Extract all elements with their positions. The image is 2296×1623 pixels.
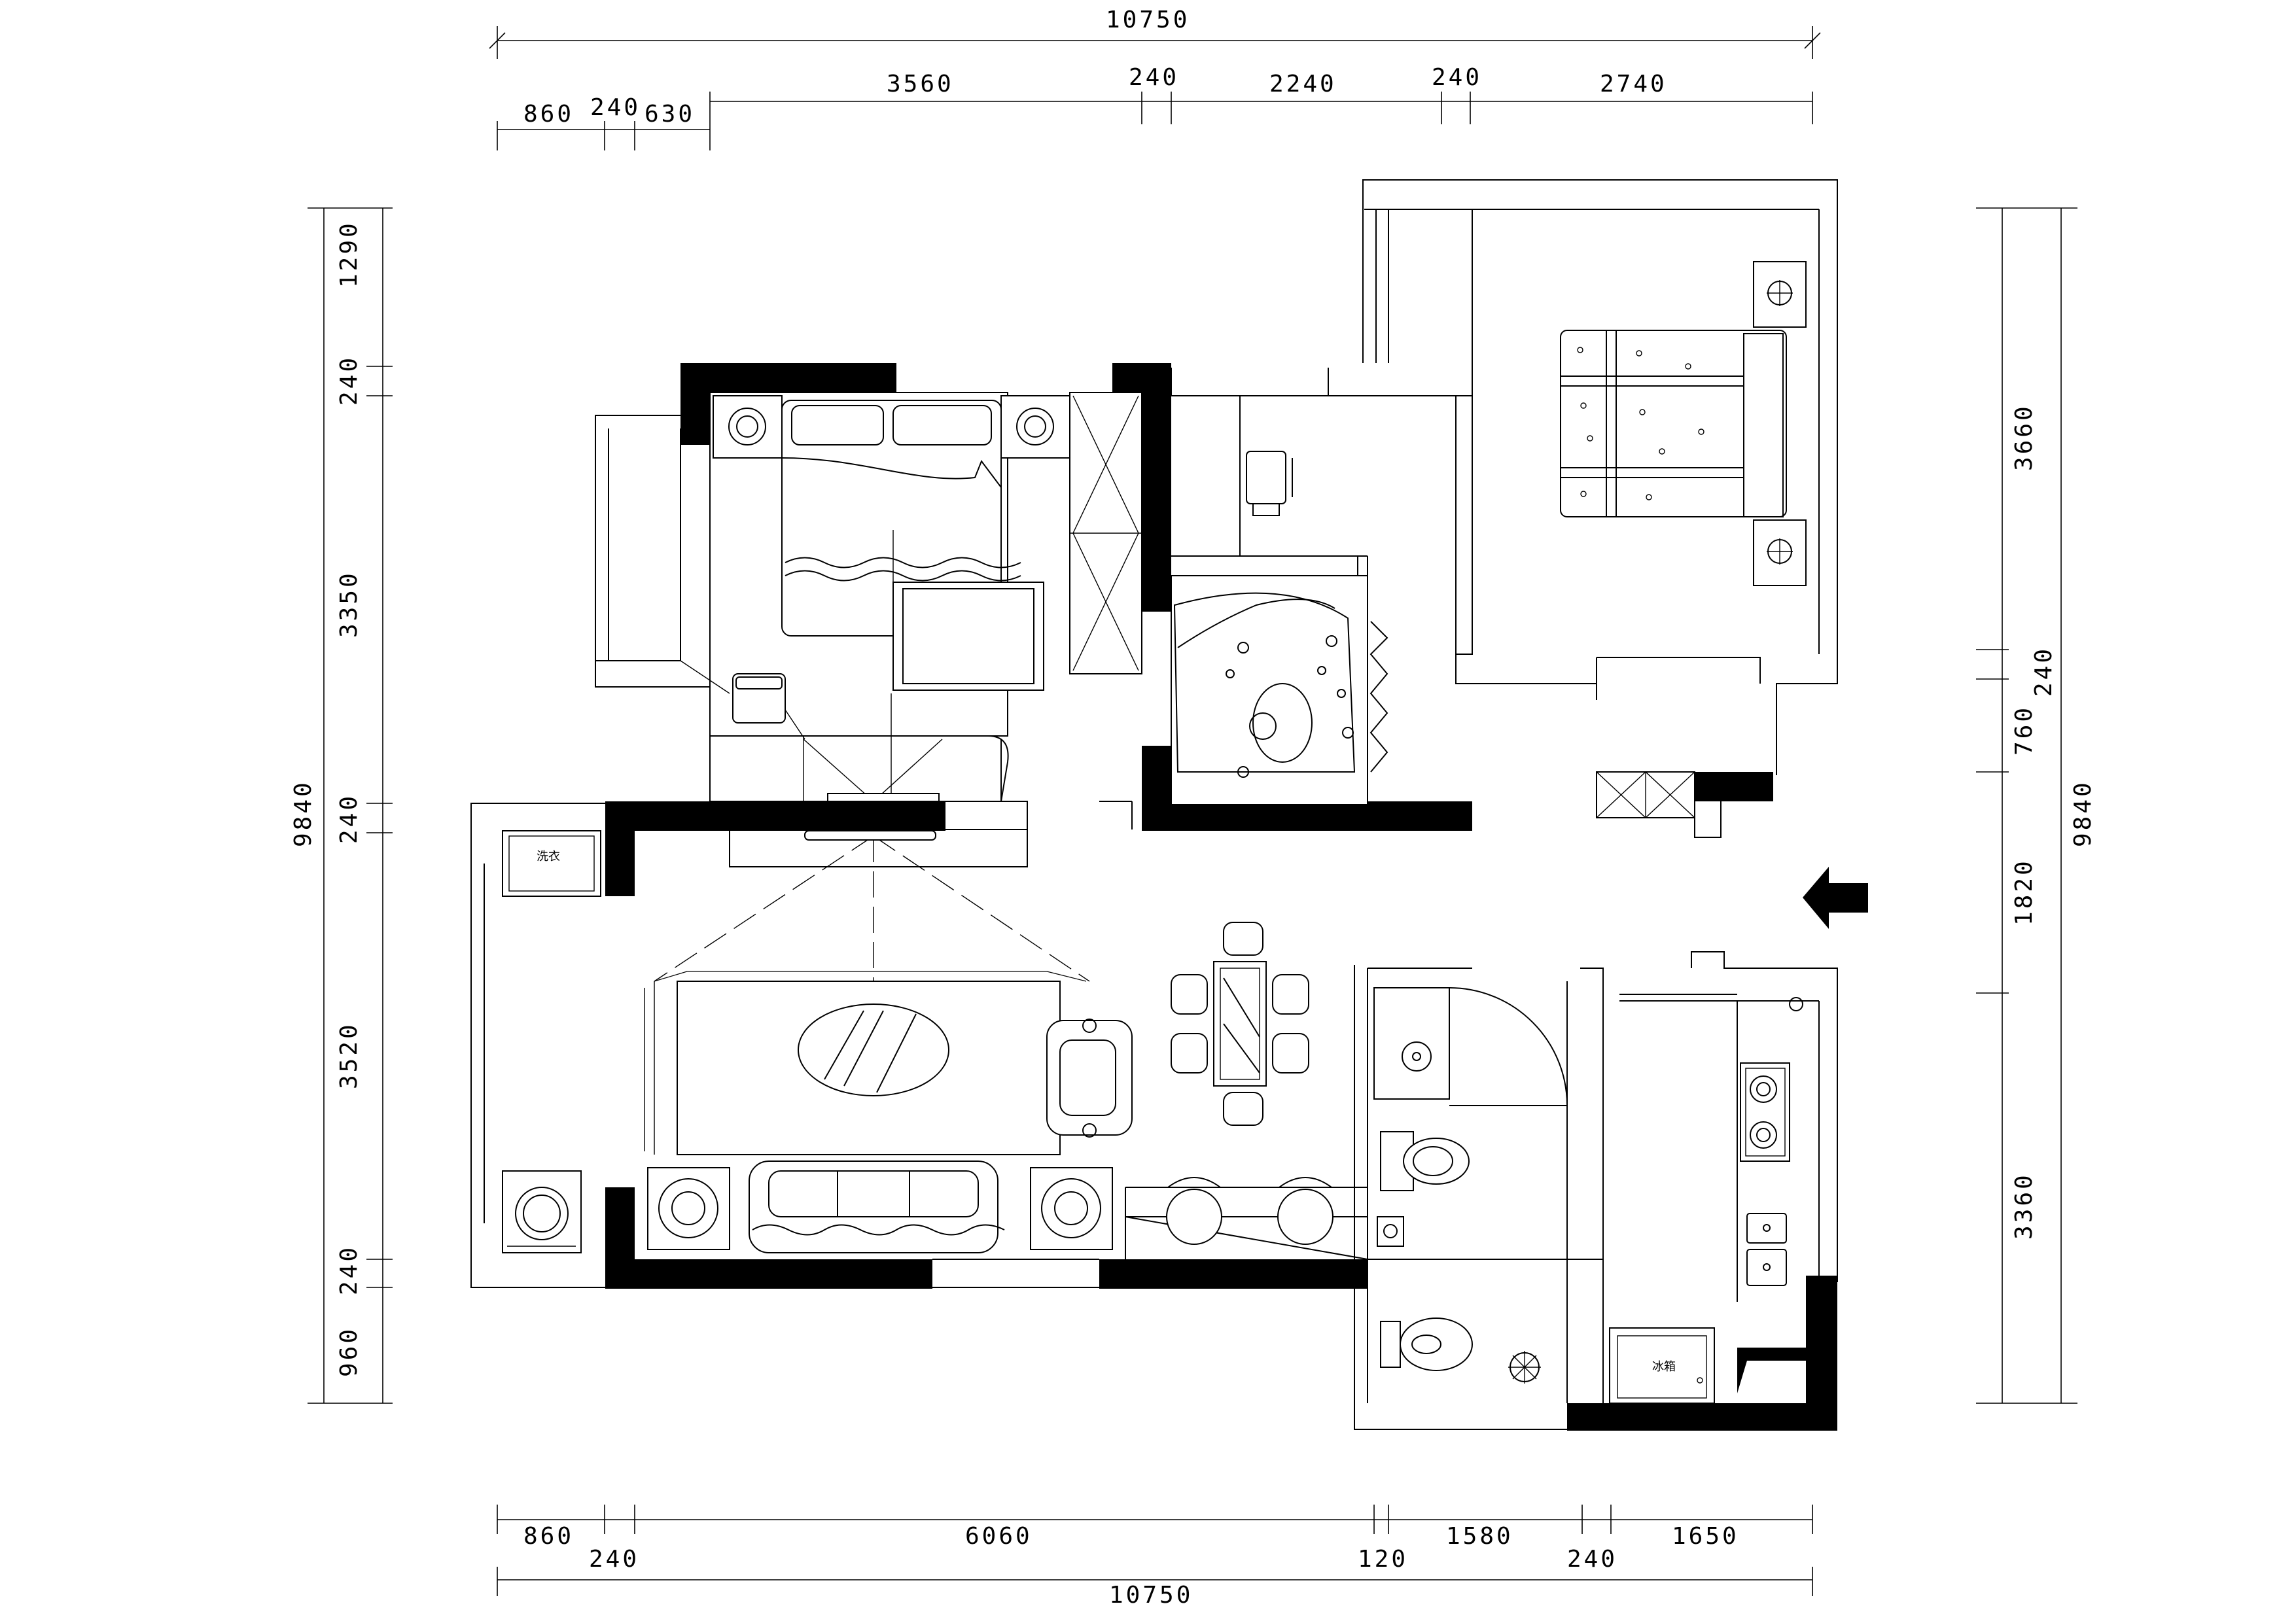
bar-stool-left-icon — [1166, 1177, 1222, 1245]
kitchen-sink-icon — [1746, 1213, 1787, 1286]
kids-room — [1171, 451, 1388, 805]
toilet-icon — [1380, 1131, 1470, 1191]
laundry-sink-label: 洗衣 — [537, 850, 560, 864]
dim-left-seg-1: 1290 — [336, 220, 362, 288]
dim-bottom-lower-3: 240 — [1567, 1546, 1617, 1573]
dim-top-seg-7: 240 — [1432, 64, 1482, 91]
dim-left-seg-6: 240 — [336, 1245, 362, 1295]
dimension-bottom: 860 6060 1580 1650 240 120 240 10750 — [497, 1505, 1813, 1609]
oval-coffee-table-icon — [798, 1003, 949, 1096]
dim-top-total: 10750 — [1106, 7, 1190, 33]
dining-chair-2-icon — [1223, 1092, 1263, 1126]
refrigerator-icon: 冰箱 — [1609, 1327, 1715, 1404]
wash-basin-icon — [1373, 987, 1450, 1100]
rug-icon — [892, 582, 1044, 691]
dim-bottom-total: 10750 — [1109, 1582, 1193, 1609]
dim-top-seg-1: 860 — [523, 101, 574, 128]
dim-bottom-lower-1: 240 — [589, 1546, 639, 1573]
side-table-right-icon — [1030, 1167, 1113, 1250]
side-table-left-icon — [647, 1167, 730, 1250]
dining-chair-4-icon — [1171, 1033, 1208, 1073]
dim-bottom-lower-2: 120 — [1358, 1546, 1408, 1573]
dining-chair-1-icon — [1223, 922, 1263, 956]
dim-right-seg-3: 760 — [2011, 705, 2038, 756]
dim-top-seg-2: 240 — [590, 94, 641, 121]
dim-bottom-seg-1: 860 — [523, 1523, 574, 1550]
bedroom-desk — [680, 660, 1009, 802]
armchair-icon — [1046, 1019, 1133, 1138]
dim-left-seg-7: 960 — [336, 1327, 362, 1377]
nightstand-right-icon — [1000, 395, 1070, 459]
dim-top-seg-8: 2740 — [1600, 71, 1667, 97]
squat-toilet-icon — [1380, 1318, 1473, 1371]
dim-bottom-seg-3: 1580 — [1446, 1523, 1513, 1550]
kitchen: 冰箱 — [1609, 997, 1803, 1404]
dim-bottom-seg-4: 1650 — [1672, 1523, 1739, 1550]
dim-left-seg-2: 240 — [336, 355, 362, 406]
arrow-left-icon — [1803, 867, 1868, 929]
dim-left-seg-4: 240 — [336, 794, 362, 844]
solid-walls — [605, 363, 1837, 1431]
bed-second-icon — [1560, 330, 1787, 517]
nightstand-top-icon — [1753, 261, 1807, 328]
laundry-sink-icon: 洗衣 — [502, 830, 601, 897]
washing-machine-icon — [502, 1170, 582, 1253]
nightstand-bottom-icon — [1753, 519, 1807, 586]
dim-left-seg-3: 3350 — [336, 570, 362, 638]
nightstand-left-icon — [713, 395, 783, 459]
second-bedroom — [1560, 261, 1807, 838]
dim-right-seg-1: 3660 — [2011, 404, 2038, 471]
gas-stove-icon — [1740, 1062, 1790, 1162]
dining-chair-3-icon — [1171, 974, 1208, 1015]
dim-top-seg-4: 3560 — [887, 71, 954, 97]
dining-table-icon — [1171, 922, 1309, 1126]
shoe-cabinet — [1596, 771, 1695, 818]
refrigerator-label: 冰箱 — [1652, 1360, 1676, 1374]
floor-drain-icon — [1508, 1351, 1541, 1384]
dim-right-seg-4: 1820 — [2011, 858, 2038, 926]
living-room: 洗衣 — [502, 830, 1333, 1253]
wardrobe-icon — [1069, 392, 1142, 674]
study-chair-icon — [1239, 451, 1293, 516]
dim-left-total: 9840 — [290, 780, 317, 847]
dim-top-seg-5: 240 — [1129, 64, 1179, 91]
dimension-right: 3660 240 760 1820 3360 9840 — [1976, 207, 2096, 1404]
dimension-left: 1290 240 3350 240 3520 240 960 9840 — [290, 207, 393, 1404]
double-bed-icon — [781, 400, 1021, 637]
dim-bottom-seg-2: 6060 — [965, 1523, 1033, 1550]
dimension-top: 10750 860 240 630 3560 240 2240 240 2740 — [489, 7, 1821, 150]
kids-bed-icon — [1173, 592, 1356, 778]
bar-stool-right-icon — [1277, 1177, 1333, 1245]
bathroom — [1373, 987, 1568, 1384]
dining-chair-6-icon — [1272, 1033, 1309, 1073]
dim-right-seg-5: 3360 — [2011, 1172, 2038, 1240]
dim-top-seg-3: 630 — [645, 101, 695, 128]
desk-chair-icon — [732, 673, 786, 724]
dim-left-seg-5: 3520 — [336, 1022, 362, 1089]
dim-top-seg-6: 2240 — [1269, 71, 1337, 97]
sofa-icon — [749, 1161, 1005, 1253]
bathroom-door-swing — [1449, 987, 1568, 1106]
dim-right-total: 9840 — [2070, 780, 2096, 847]
master-bedroom — [680, 392, 1142, 802]
dim-right-seg-2: 240 — [2030, 646, 2057, 697]
dining-chair-5-icon — [1272, 974, 1309, 1015]
mop-sink-icon — [1377, 1216, 1404, 1247]
